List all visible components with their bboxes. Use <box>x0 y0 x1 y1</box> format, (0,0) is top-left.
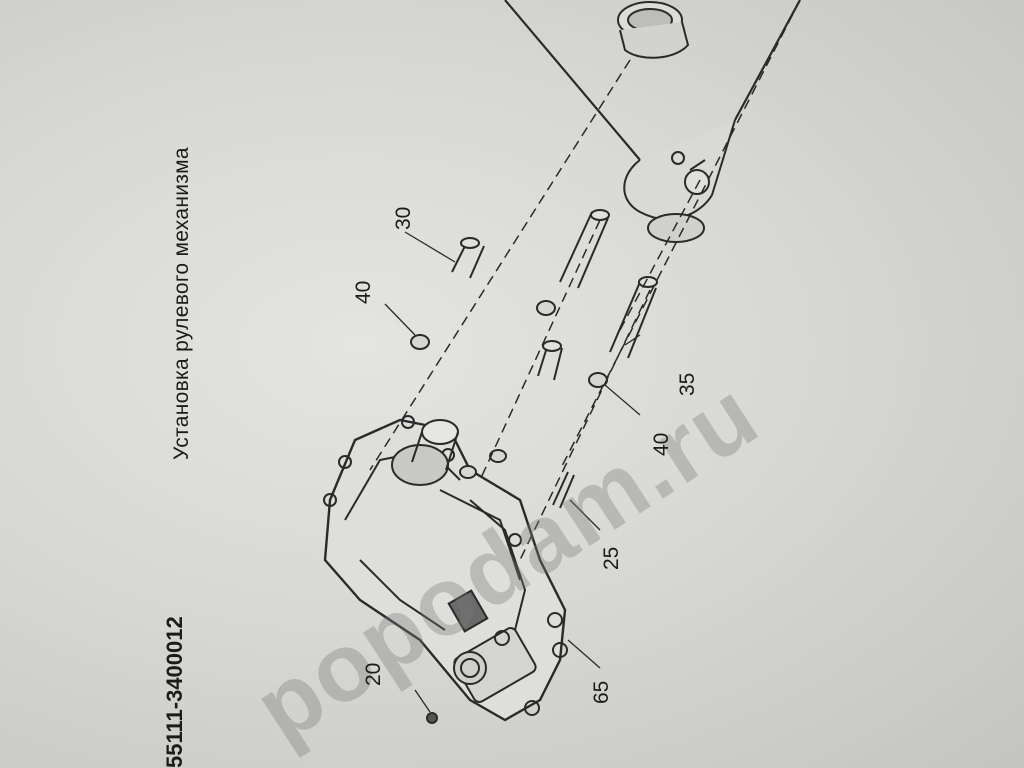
page-title: Установка рулевого механизма <box>170 147 193 460</box>
steering-gear-housing <box>323 415 568 722</box>
callout-65: 65 <box>590 680 613 704</box>
assembly-axis-lines <box>369 0 801 561</box>
callout-25: 25 <box>600 546 623 570</box>
callout-35: 35 <box>676 372 699 396</box>
callout-20: 20 <box>362 662 385 686</box>
steering-drag-link <box>504 0 801 243</box>
callout-40-lower: 40 <box>650 432 673 456</box>
callout-leaders <box>384 231 641 713</box>
callout-30: 30 <box>392 206 415 230</box>
fasteners <box>410 209 658 724</box>
part-number: 55111-3400012 <box>162 616 187 768</box>
callout-40-upper: 40 <box>352 280 375 304</box>
